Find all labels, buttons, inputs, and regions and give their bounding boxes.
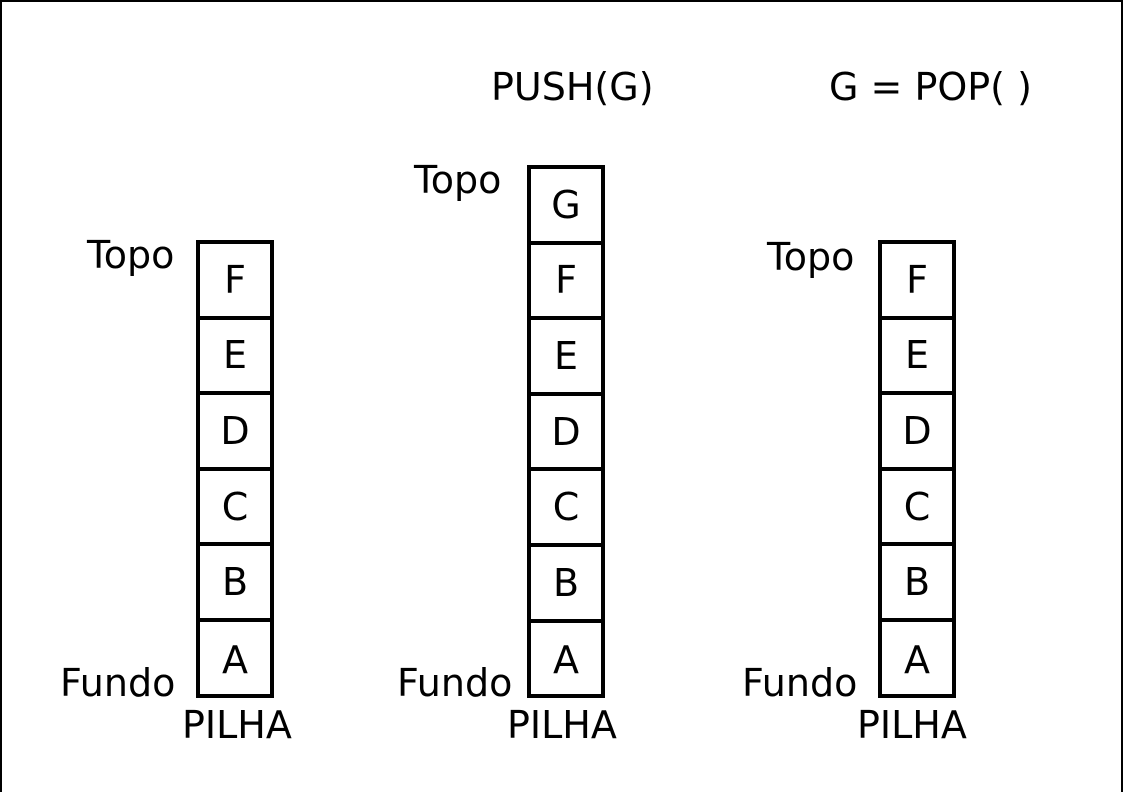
stack-1-cell: F — [200, 244, 270, 320]
stack-3-cell: C — [882, 471, 952, 547]
stack-3-bottom-label: Fundo — [742, 661, 858, 705]
stack-1-bottom-label: Fundo — [60, 661, 176, 705]
stack-3-cell: D — [882, 395, 952, 471]
stack-3: F E D C B A — [878, 240, 956, 698]
stack-2-cell: F — [531, 245, 601, 321]
stack-3-cell: F — [882, 244, 952, 320]
push-operation-label: PUSH(G) — [491, 65, 654, 109]
stack-3-cell: A — [904, 637, 930, 682]
stack-2-cell: G — [531, 169, 601, 245]
stack-2-top-label: Topo — [414, 158, 502, 202]
stack-3-top-label: Topo — [767, 235, 855, 279]
pop-operation-label: G = POP( ) — [829, 65, 1032, 109]
stack-1-cell: B — [200, 546, 270, 622]
stack-1-cell: E — [200, 320, 270, 396]
stack-1-cell: C — [200, 471, 270, 547]
stack-2-cell: D — [531, 396, 601, 472]
stack-2-cell: E — [531, 320, 601, 396]
stack-3-caption: PILHA — [857, 703, 967, 747]
stack-1-cell: A — [222, 637, 248, 682]
stack-2: G F E D C B A — [527, 165, 605, 698]
stack-2-cell: B — [531, 547, 601, 623]
stack-2-cell: C — [531, 471, 601, 547]
stack-3-cell: B — [882, 546, 952, 622]
stack-2-caption: PILHA — [507, 703, 617, 747]
stack-2-bottom-label: Fundo — [397, 661, 513, 705]
stack-2-cell: A — [553, 638, 579, 683]
stack-3-cell: E — [882, 320, 952, 396]
stack-1-cell: D — [200, 395, 270, 471]
stack-1-top-label: Topo — [87, 233, 175, 277]
stack-1-caption: PILHA — [182, 703, 292, 747]
stack-1: F E D C B A — [196, 240, 274, 698]
